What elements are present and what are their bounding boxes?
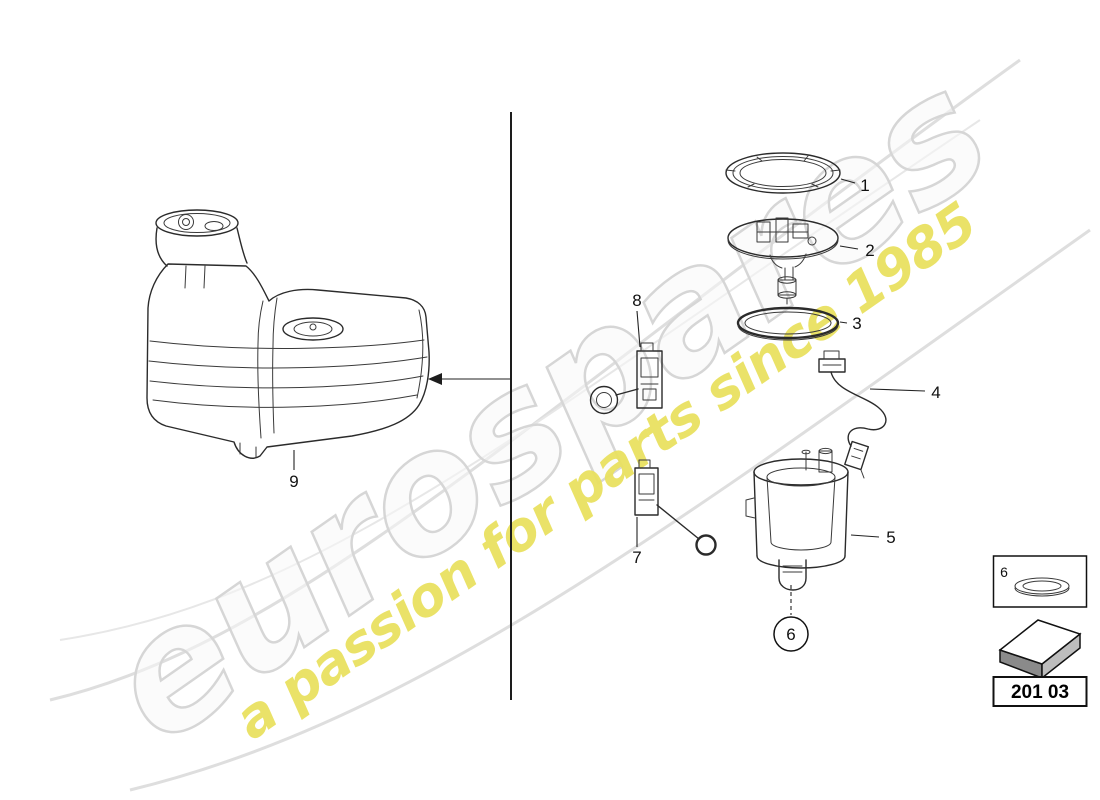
swoosh-curve (49, 58, 1021, 702)
callout-8-label[interactable]: 8 (632, 291, 641, 310)
callout-5[interactable]: 5 (850, 528, 896, 547)
callout-3-label[interactable]: 3 (852, 314, 861, 333)
callout-9[interactable]: 9 (289, 450, 299, 491)
part-code-box: 201 03 (992, 676, 1088, 707)
callout-9-label[interactable]: 9 (289, 472, 298, 491)
callout-4-label[interactable]: 4 (931, 383, 940, 402)
callout-5-label[interactable]: 5 (886, 528, 895, 547)
callout-4[interactable]: 4 (869, 383, 941, 402)
inset-part-label: 6 (1000, 564, 1008, 580)
fuel-delivery-flange-drawing (727, 217, 839, 305)
callout-2[interactable]: 2 (839, 241, 875, 260)
part-group-code: 201 03 (1011, 682, 1069, 703)
seal-ring-drawing (736, 306, 840, 341)
direction-arrow-icon (998, 619, 1082, 680)
fuel-level-sender-drawing (634, 459, 717, 556)
callout-6[interactable]: 6 (773, 585, 809, 652)
callout-1-label[interactable]: 1 (860, 176, 869, 195)
callout-7[interactable]: 7 (632, 517, 642, 567)
callout-8[interactable]: 8 (632, 291, 642, 348)
swoosh-curve (59, 119, 981, 641)
callout-7-label[interactable]: 7 (632, 548, 641, 567)
sender-module-drawing (589, 342, 663, 415)
callout-3[interactable]: 3 (839, 314, 862, 333)
callout-6-circle[interactable] (773, 616, 809, 652)
inset-box-part-6: 6 (992, 555, 1088, 608)
background-swoosh-curves (49, 58, 1091, 792)
callout-6-label[interactable]: 6 (786, 625, 795, 644)
locking-ring-drawing (725, 152, 841, 194)
swoosh-curve (129, 228, 1091, 792)
callout-1[interactable]: 1 (840, 176, 870, 195)
wiring-harness-drawing (818, 350, 887, 479)
watermark: eurospares a passion for parts since 198… (71, 35, 1022, 782)
tank-pointer-arrow (428, 373, 510, 385)
callout-2-label[interactable]: 2 (865, 241, 874, 260)
fuel-tank-drawing (146, 209, 430, 459)
arrowhead-icon (428, 373, 442, 385)
pump-housing-drawing (745, 447, 849, 591)
